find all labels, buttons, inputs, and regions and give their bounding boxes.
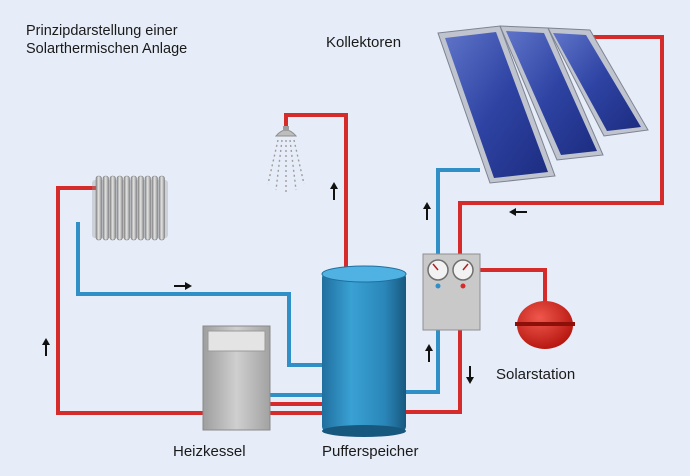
- radiator-rib: [130, 175, 137, 241]
- boiler: [202, 325, 271, 431]
- label-solarstation: Solarstation: [496, 366, 576, 383]
- label-kollektoren: Kollektoren: [326, 34, 402, 51]
- radiator-circuit-pipes: [56, 186, 326, 415]
- boiler-pipes: [270, 393, 326, 406]
- solar-cold-pipe: [436, 168, 480, 255]
- expansion-vessel: [515, 301, 575, 349]
- flow-arrow-icon: [42, 338, 50, 356]
- pressure-gauge-icon: [452, 259, 474, 281]
- radiator-rib: [151, 175, 158, 241]
- buffer-tank: [321, 265, 407, 437]
- station-tank-blue-pipe: [404, 330, 440, 394]
- radiator-supply-pipe-main: [56, 186, 203, 415]
- diagram-title: Prinzipdarstellung einer Solarthermische…: [26, 22, 187, 58]
- solar-circuit-pipes: [404, 35, 664, 414]
- radiator-rib: [123, 175, 130, 241]
- flow-arrows: [42, 182, 527, 384]
- title-line-1: Prinzipdarstellung einer: [26, 23, 178, 39]
- collector-panel: [547, 27, 649, 137]
- flow-arrow-icon: [466, 366, 474, 384]
- collector-panel: [437, 25, 556, 184]
- collector-panel: [499, 25, 604, 161]
- flow-arrow-icon: [423, 202, 431, 220]
- flow-arrow-icon: [174, 282, 192, 290]
- radiator-rib: [137, 175, 144, 241]
- radiator-icon: [92, 175, 168, 241]
- flow-arrow-icon: [330, 182, 338, 200]
- shower-pipe: [284, 113, 348, 270]
- radiator-rib: [109, 175, 116, 241]
- vessel-pipe: [480, 268, 547, 302]
- station-tank-red-pipe: [404, 330, 462, 414]
- solar-station: [422, 253, 481, 331]
- shower-head-icon: [267, 126, 305, 192]
- label-pufferspeicher: Pufferspeicher: [322, 443, 419, 460]
- flow-arrow-icon: [509, 208, 527, 216]
- title-line-2: Solarthermischen Anlage: [26, 41, 188, 57]
- radiator-rib: [102, 175, 109, 241]
- radiator-rib: [95, 175, 102, 241]
- solar-collectors: [437, 25, 649, 184]
- pressure-gauge-icon: [427, 259, 449, 281]
- radiator-rib: [158, 175, 165, 241]
- radiator-return-pipe: [76, 222, 326, 367]
- label-heizkessel: Heizkessel: [173, 443, 246, 460]
- radiator-rib: [144, 175, 151, 241]
- flow-arrow-icon: [425, 344, 433, 362]
- radiator-rib: [116, 175, 123, 241]
- solar-hot-pipe: [458, 35, 664, 255]
